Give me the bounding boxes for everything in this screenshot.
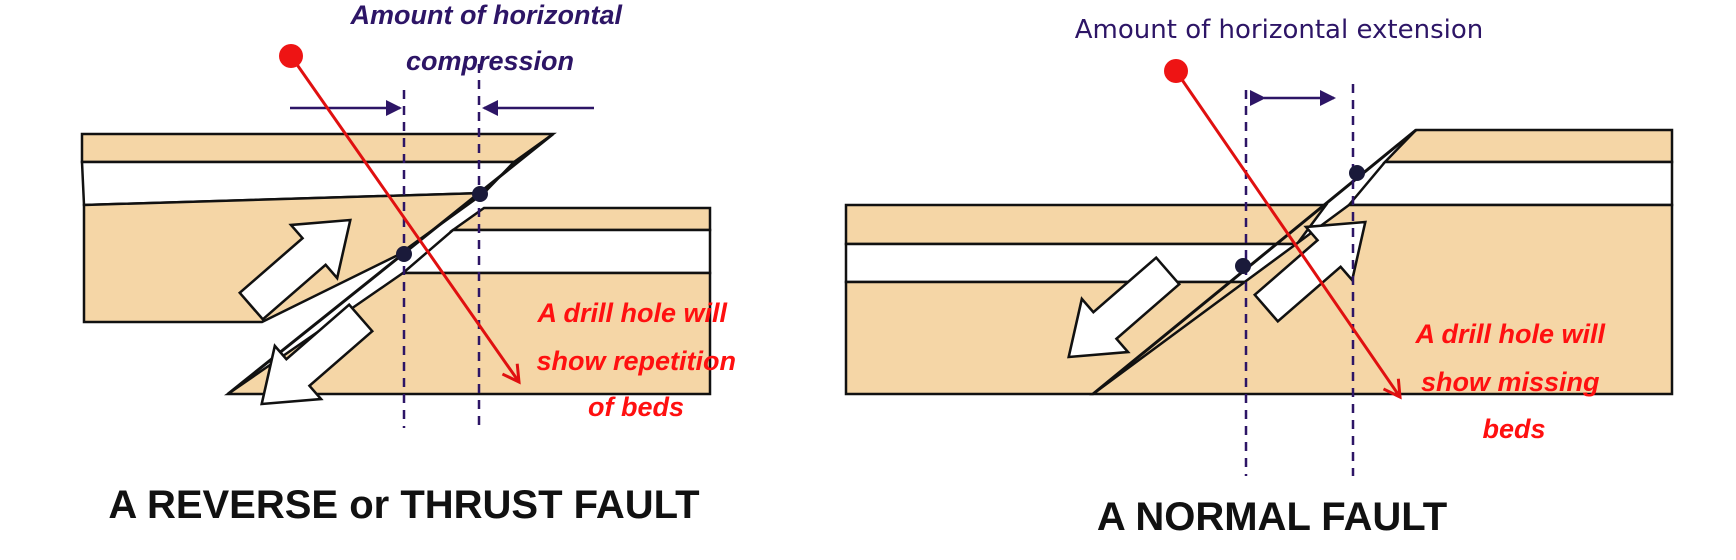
normal-drill-label: A drill hole will show missing beds bbox=[1414, 319, 1612, 444]
normal-fault-diagram: Amount of horizontal extension A drill h… bbox=[844, 15, 1674, 539]
reverse-drill-label: A drill hole will show repetition of bed… bbox=[536, 298, 743, 422]
normal-drill-label-line3: beds bbox=[1482, 414, 1545, 444]
normal-hanging-wall bbox=[844, 203, 1329, 396]
reverse-drill-label-line1: A drill hole will bbox=[536, 298, 727, 328]
reverse-up-arrow bbox=[237, 218, 352, 322]
normal-bed-point-lower bbox=[1235, 258, 1251, 274]
reverse-measure-label: Amount of horizontal compression bbox=[350, 0, 630, 76]
normal-drill-rig bbox=[1164, 59, 1188, 83]
normal-footwall bbox=[1089, 128, 1674, 396]
reverse-drill-rig bbox=[279, 44, 303, 68]
reverse-drill-label-line3: of beds bbox=[588, 392, 684, 422]
normal-fault-title: A NORMAL FAULT bbox=[1097, 495, 1447, 539]
reverse-drill-hole bbox=[289, 55, 521, 385]
normal-drill-hole bbox=[1174, 70, 1402, 400]
reverse-bed-point-upper bbox=[472, 186, 488, 202]
reverse-down-arrow bbox=[260, 302, 375, 406]
normal-drill-label-line2: show missing bbox=[1421, 367, 1600, 397]
reverse-footwall bbox=[223, 206, 712, 396]
normal-measure-label: Amount of horizontal extension bbox=[1075, 15, 1483, 45]
reverse-bed-point-lower bbox=[396, 246, 412, 262]
normal-up-arrow bbox=[1252, 220, 1367, 324]
normal-bed-point-upper bbox=[1349, 165, 1365, 181]
reverse-measure-label-line1: Amount of horizontal bbox=[350, 0, 623, 30]
normal-down-arrow bbox=[1067, 255, 1182, 359]
reverse-fault-plane bbox=[227, 132, 554, 396]
reverse-fault-diagram: Amount of horizontal compression A drill… bbox=[80, 0, 743, 527]
normal-drill-label-line1: A drill hole will bbox=[1414, 319, 1605, 349]
reverse-drill-label-line2: show repetition bbox=[536, 346, 736, 376]
reverse-fault-title: A REVERSE or THRUST FAULT bbox=[108, 483, 699, 527]
reverse-measure-label-line2: compression bbox=[406, 46, 574, 76]
